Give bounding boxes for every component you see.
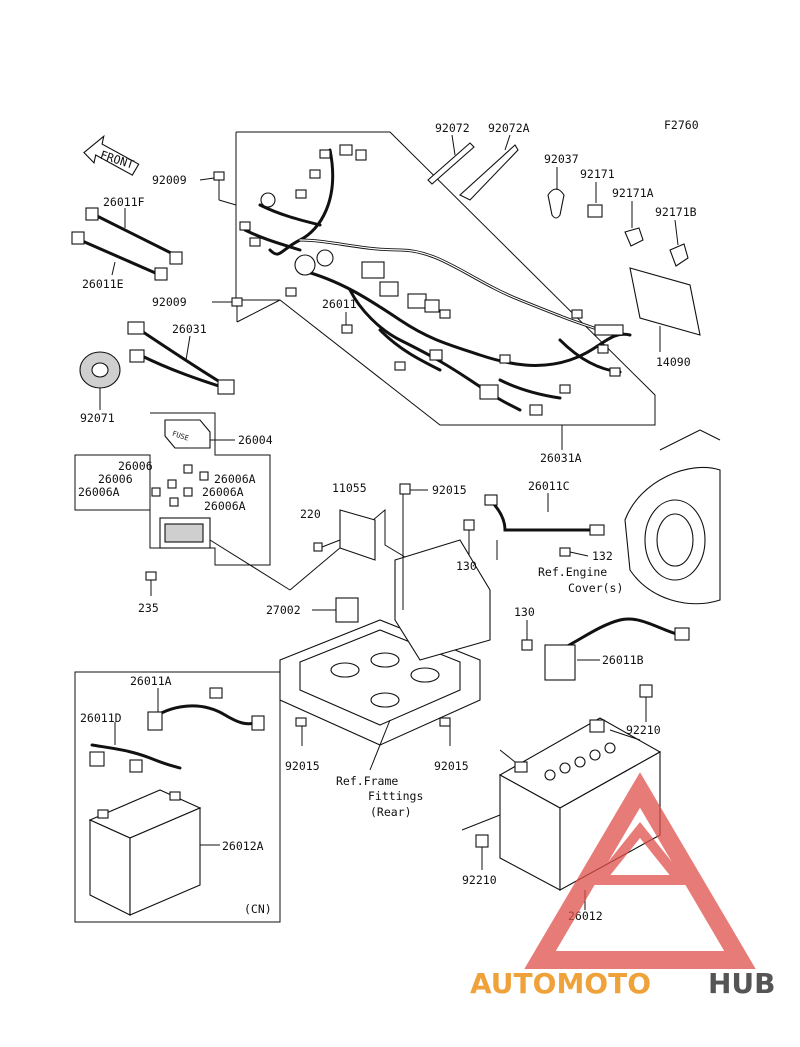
label-130-top: 130 <box>456 559 477 573</box>
front-label: FRONT <box>98 148 135 172</box>
label-26011C: 26011C <box>528 479 570 493</box>
front-arrow-icon: FRONT <box>83 134 140 176</box>
grommet-92071 <box>79 351 121 410</box>
sub-harness-26011F-E <box>71 207 183 281</box>
label-130-bottom: 130 <box>514 605 535 619</box>
label-92015-right: 92015 <box>434 759 469 773</box>
ref-frame-line3: (Rear) <box>370 805 412 819</box>
clamps <box>547 188 689 267</box>
label-26006A-b: 26006A <box>214 472 256 486</box>
label-92210-left: 92210 <box>462 873 497 887</box>
label-26011A: 26011A <box>130 674 172 688</box>
label-26006A-d: 26006A <box>204 499 246 513</box>
label-92072A: 92072A <box>488 121 530 135</box>
label-92009-top: 92009 <box>152 173 187 187</box>
label-26006A-c: 26006A <box>202 485 244 499</box>
pads-92210 <box>475 684 653 870</box>
label-92210-right: 92210 <box>626 723 661 737</box>
label-14090: 14090 <box>656 355 691 369</box>
label-92171: 92171 <box>580 167 615 181</box>
label-26011: 26011 <box>322 297 357 311</box>
label-92037: 92037 <box>544 152 579 166</box>
bolts-92009 <box>199 171 281 323</box>
label-27002: 27002 <box>266 603 301 617</box>
label-92072: 92072 <box>435 121 470 135</box>
cable-26011B <box>521 617 690 681</box>
label-26011B: 26011B <box>602 653 644 667</box>
label-92171A: 92171A <box>612 186 654 200</box>
ref-frame-line1: Ref.Frame <box>336 774 398 788</box>
cable-26011C <box>463 493 605 560</box>
label-26011D: 26011D <box>80 711 122 725</box>
label-92171B: 92171B <box>655 205 697 219</box>
harness-26031 <box>127 321 235 395</box>
cn-battery-box <box>74 671 281 923</box>
label-26006A-a: 26006A <box>78 485 120 499</box>
label-26011E: 26011E <box>82 277 124 291</box>
main-harness <box>239 144 632 416</box>
label-92009-bottom: 92009 <box>152 295 187 309</box>
figure-code: F2760 <box>664 118 699 132</box>
label-92015-top: 92015 <box>432 483 467 497</box>
watermark-part2: HUB <box>708 967 776 1000</box>
label-26006-b: 26006 <box>98 472 133 486</box>
relay-27002 <box>312 597 359 623</box>
cable-ties <box>427 134 519 201</box>
cover-14090 <box>629 267 701 352</box>
label-11055: 11055 <box>332 481 367 495</box>
label-26012A: 26012A <box>222 839 264 853</box>
ref-engine-line1: Ref.Engine <box>538 565 607 579</box>
engine-cover <box>624 429 721 605</box>
label-92071: 92071 <box>80 411 115 425</box>
cn-note: (CN) <box>244 902 272 916</box>
watermark-logo <box>524 772 756 969</box>
label-26031: 26031 <box>172 322 207 336</box>
fuse-box-26004: FUSE <box>74 412 291 596</box>
label-92015-left: 92015 <box>285 759 320 773</box>
label-26004: 26004 <box>238 433 273 447</box>
label-132: 132 <box>592 549 613 563</box>
label-26006-a: 26006 <box>118 459 153 473</box>
label-26011F: 26011F <box>103 195 145 209</box>
label-235: 235 <box>138 601 159 615</box>
watermark-part1: AUTOMOTO <box>470 967 651 1000</box>
label-26031A: 26031A <box>540 451 582 465</box>
battery-tray <box>279 483 491 771</box>
label-220: 220 <box>300 507 321 521</box>
ref-frame-line2: Fittings <box>368 789 423 803</box>
ref-engine-line2: Cover(s) <box>568 581 623 595</box>
